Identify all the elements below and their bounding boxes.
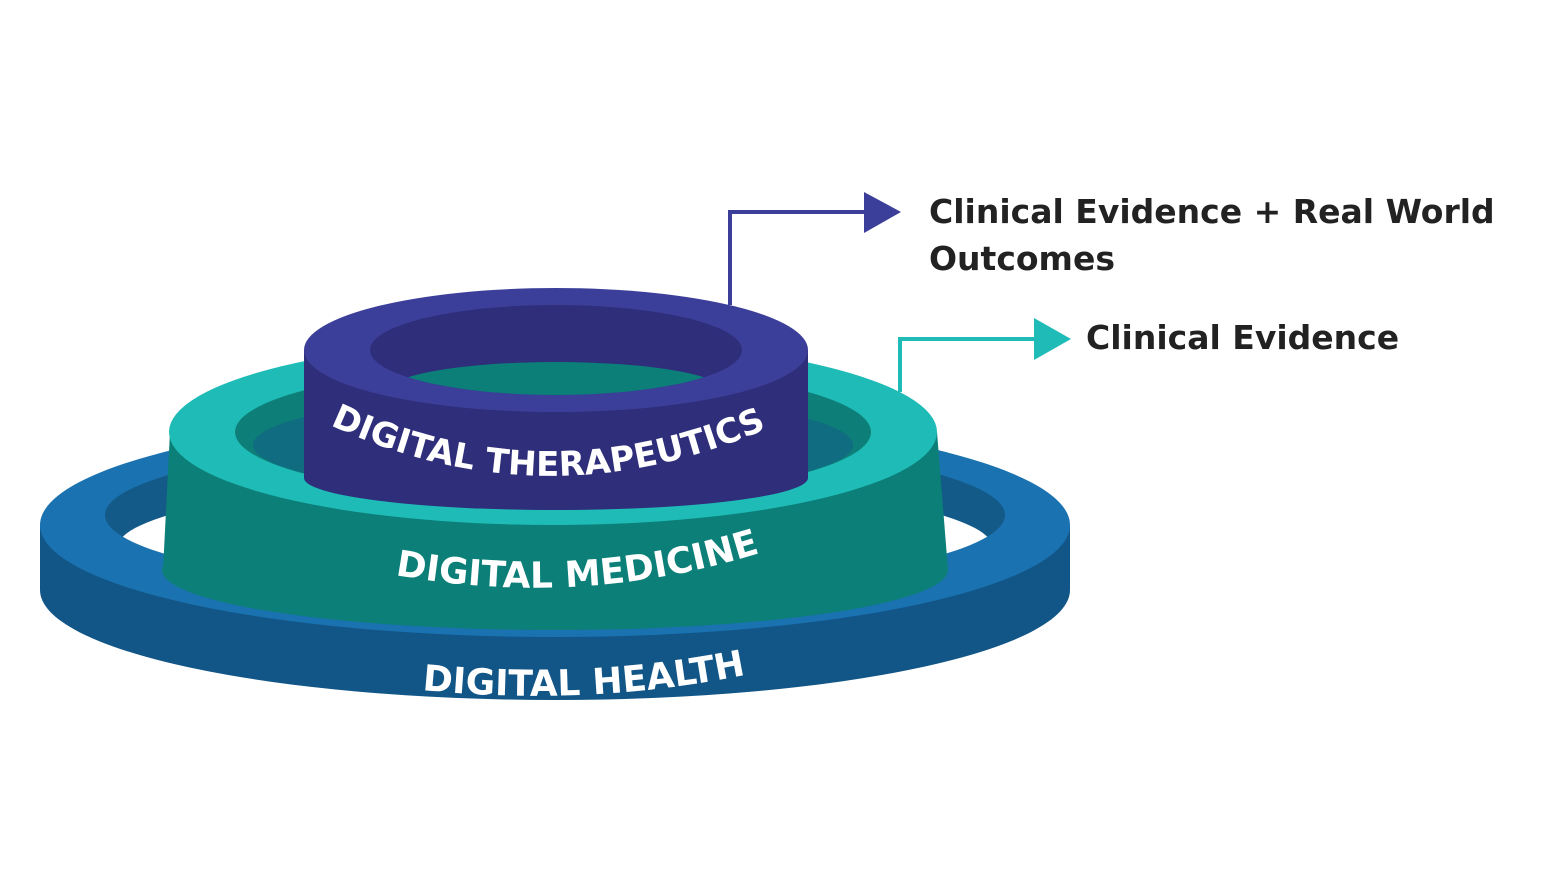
- digital-therapeutics-ring: [304, 288, 808, 510]
- therapeutics-callout-arrow-icon: [728, 192, 901, 305]
- medicine-callout-text: Clinical Evidence: [1086, 318, 1400, 357]
- therapeutics-callout-text: Clinical Evidence + Real World Outcomes: [929, 188, 1495, 282]
- therapeutics-callout-line2: Outcomes: [929, 239, 1115, 278]
- medicine-callout-arrow-icon: [898, 318, 1071, 392]
- therapeutics-callout-line1: Clinical Evidence + Real World: [929, 192, 1495, 231]
